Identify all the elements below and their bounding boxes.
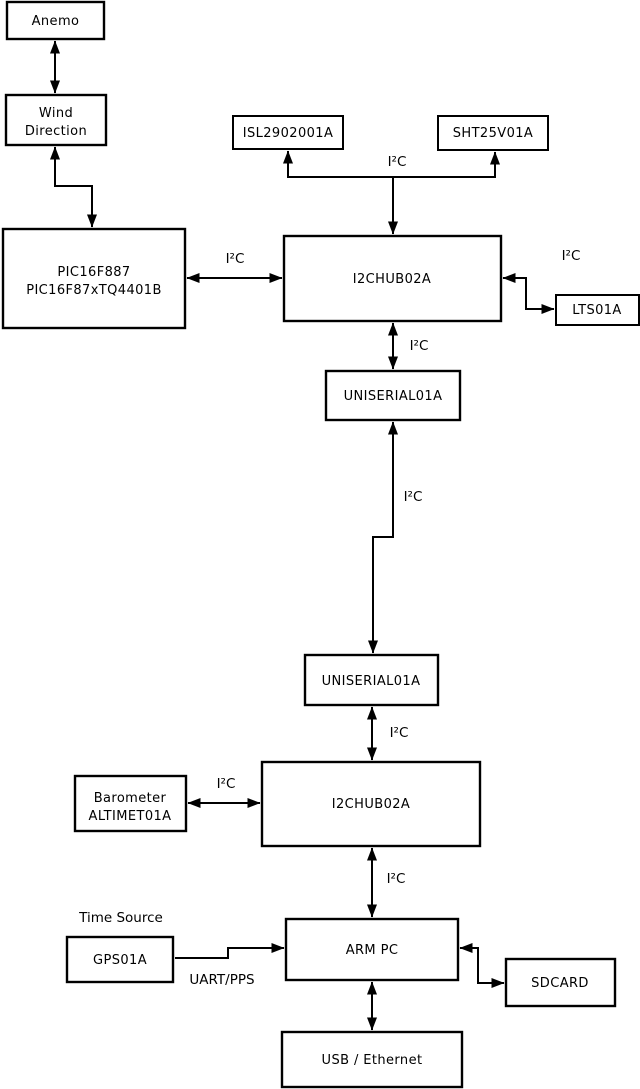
node-uniserial-bottom-box bbox=[303, 653, 440, 707]
node-barometer: Barometer ALTIMET01A bbox=[73, 774, 188, 833]
node-lts-box bbox=[555, 294, 640, 326]
node-pic-label-line2: PIC16F87xTQ4401B bbox=[26, 283, 162, 298]
node-sht-label: SHT25V01A bbox=[453, 126, 533, 141]
node-anemo: Anemo bbox=[5, 0, 106, 41]
node-i2c-hub-bottom-box bbox=[260, 760, 482, 848]
node-arm-pc-box bbox=[284, 917, 460, 982]
node-barometer-box bbox=[73, 774, 188, 833]
edge-label-i2c-lts: I²C bbox=[562, 248, 581, 264]
node-anemo-box bbox=[5, 0, 106, 41]
node-isl-box bbox=[232, 115, 344, 150]
node-pic-box bbox=[1, 227, 187, 330]
node-wind-direction-label-line1: Wind bbox=[39, 106, 73, 121]
node-wind-direction: Wind Direction bbox=[4, 93, 108, 147]
node-i2c-hub-bottom-label: I2CHUB02A bbox=[332, 797, 410, 812]
edge-label-time-source: Time Source bbox=[78, 910, 163, 926]
node-arm-pc-label: ARM PC bbox=[346, 943, 399, 958]
node-usb-ethernet: USB / Ethernet bbox=[280, 1030, 464, 1089]
node-i2c-hub-top-label: I2CHUB02A bbox=[353, 272, 431, 287]
node-uniserial-bottom: UNISERIAL01A bbox=[303, 653, 440, 707]
node-uniserial-bottom-label: UNISERIAL01A bbox=[322, 674, 421, 689]
node-uniserial-top-box bbox=[324, 369, 462, 422]
edge-label-i2c-sensor-bus: I²C bbox=[388, 154, 407, 170]
node-lts-label: LTS01A bbox=[572, 303, 621, 318]
node-sht: SHT25V01A bbox=[437, 115, 549, 151]
node-pic: PIC16F887 PIC16F87xTQ4401B bbox=[1, 227, 187, 330]
node-barometer-label-line2: ALTIMET01A bbox=[89, 809, 172, 824]
node-isl: ISL2902001A bbox=[232, 115, 344, 150]
edge-label-i2c-barometer: I²C bbox=[217, 776, 236, 792]
node-anemo-label: Anemo bbox=[32, 14, 80, 29]
node-pic-label-line1: PIC16F887 bbox=[57, 265, 130, 280]
node-barometer-label-line1: Barometer bbox=[94, 791, 167, 806]
node-isl-label: ISL2902001A bbox=[243, 126, 334, 141]
node-sdcard-box bbox=[504, 957, 617, 1008]
connector-gps-armpc bbox=[175, 943, 285, 959]
node-gps-label: GPS01A bbox=[93, 953, 147, 968]
connector-armpc-sdcard bbox=[459, 943, 505, 988]
edge-label-uart-pps: UART/PPS bbox=[189, 972, 254, 988]
edge-label-i2c-hub-uniserial: I²C bbox=[410, 338, 429, 354]
node-gps-box bbox=[65, 935, 175, 984]
node-wind-direction-box bbox=[4, 93, 108, 147]
node-sdcard-label: SDCARD bbox=[531, 976, 589, 991]
connector-uniserial1-uniserial2 bbox=[368, 421, 398, 654]
connector-hub1-lts bbox=[502, 273, 555, 314]
edge-label-i2c-pic-hub: I²C bbox=[226, 251, 245, 267]
node-i2c-hub-top-box bbox=[282, 234, 503, 323]
node-uniserial-top-label: UNISERIAL01A bbox=[344, 389, 443, 404]
node-usb-ethernet-label: USB / Ethernet bbox=[322, 1053, 423, 1068]
edge-label-i2c-long-link: I²C bbox=[404, 489, 423, 505]
node-uniserial-top: UNISERIAL01A bbox=[324, 369, 462, 422]
edge-label-i2c-hub2-arm: I²C bbox=[387, 871, 406, 887]
node-sdcard: SDCARD bbox=[504, 957, 617, 1008]
node-sht-box bbox=[437, 115, 549, 151]
node-i2c-hub-bottom: I2CHUB02A bbox=[260, 760, 482, 848]
node-arm-pc: ARM PC bbox=[284, 917, 460, 982]
node-wind-direction-label-line2: Direction bbox=[25, 124, 87, 139]
node-lts: LTS01A bbox=[555, 294, 640, 326]
node-i2c-hub-top: I2CHUB02A bbox=[282, 234, 503, 323]
edge-label-i2c-uniserial-hub2: I²C bbox=[390, 725, 409, 741]
connector-wind-pic bbox=[50, 146, 97, 228]
node-gps: GPS01A bbox=[65, 935, 175, 984]
node-usb-ethernet-box bbox=[280, 1030, 464, 1089]
